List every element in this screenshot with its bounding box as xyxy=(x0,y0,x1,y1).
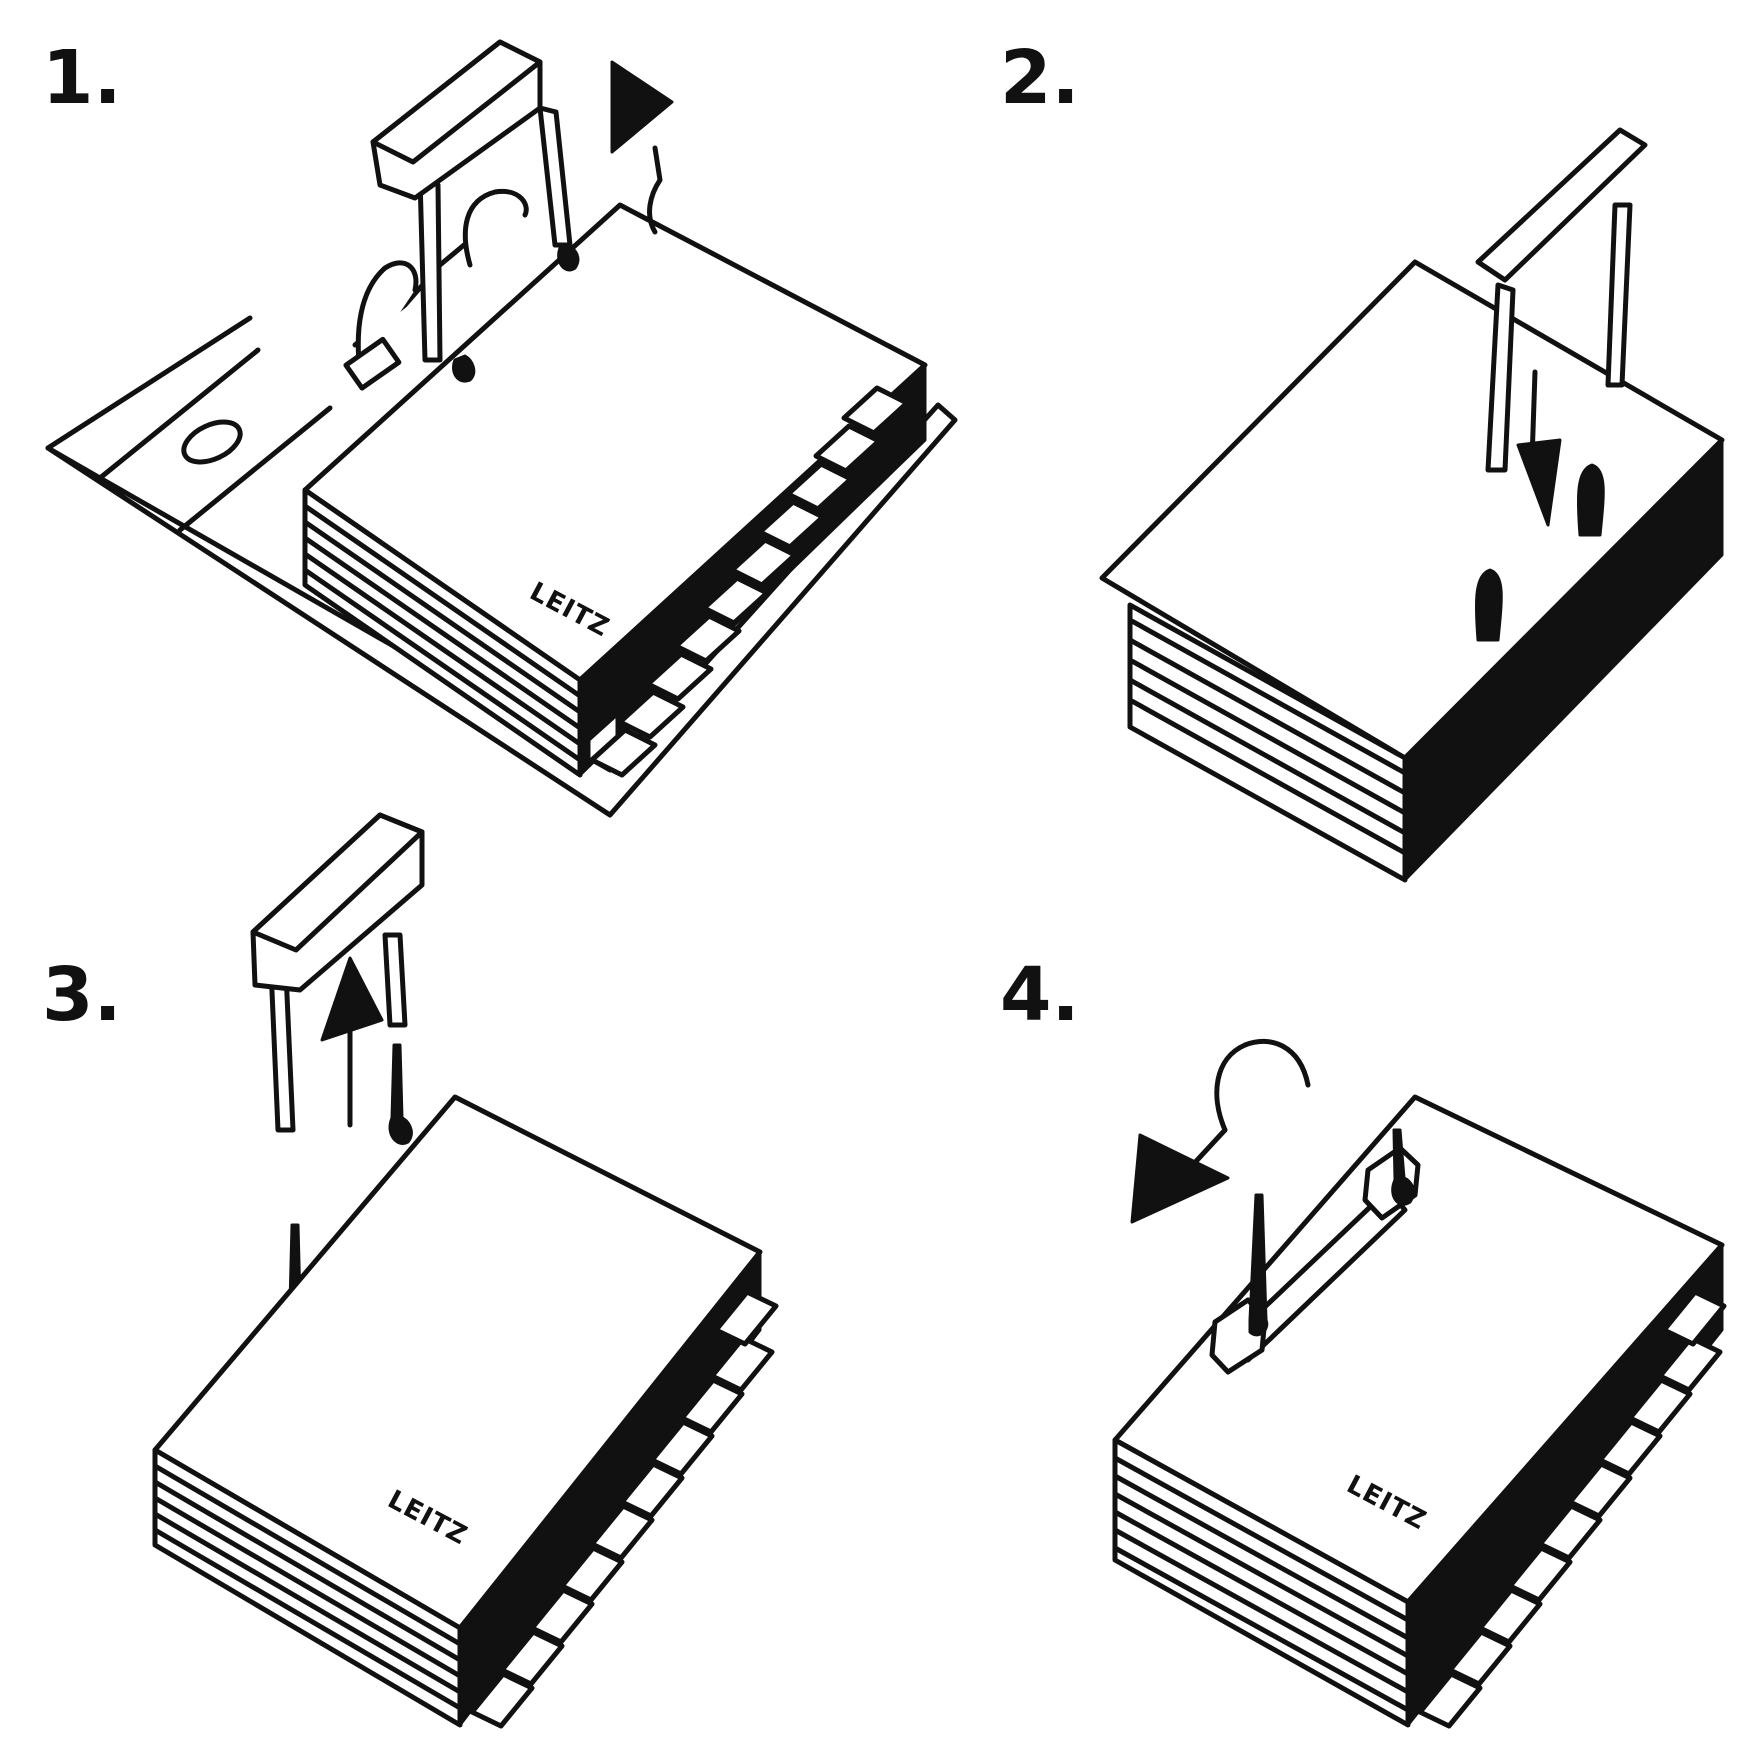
tab-column xyxy=(1417,1289,1727,1729)
arrow-up-icon xyxy=(320,956,384,1128)
paper-stack xyxy=(1099,259,1725,883)
step-4-number: 4. xyxy=(1000,952,1080,1038)
prong-clip xyxy=(370,39,580,383)
step-1-number: 1. xyxy=(42,35,122,121)
binder-hole xyxy=(181,419,243,465)
step-4-panel: 4. LEITZ xyxy=(1000,952,1727,1729)
step-2-number: 2. xyxy=(1000,35,1080,121)
arrow-curved-down-left-icon xyxy=(1130,1038,1311,1224)
arrow-up-icon xyxy=(610,60,674,235)
step-1-panel: 1. LEITZ xyxy=(42,35,958,818)
lever-arch-mechanism xyxy=(343,188,529,391)
step-3-number: 3. xyxy=(42,952,122,1038)
paper-stack: LEITZ xyxy=(1112,1094,1725,1728)
prong-clip xyxy=(250,812,425,1133)
tab-column xyxy=(469,1289,779,1729)
prong-clip xyxy=(1474,127,1648,642)
arrow-down-icon xyxy=(1516,369,1562,527)
binder-cover xyxy=(45,315,958,818)
step-3-panel: 3. LEITZ xyxy=(42,812,779,1729)
step-2-panel: 2. xyxy=(1000,35,1725,883)
tab-column xyxy=(589,385,910,778)
retaining-bar xyxy=(1209,1128,1421,1375)
paper-stack: LEITZ xyxy=(152,1094,763,1728)
